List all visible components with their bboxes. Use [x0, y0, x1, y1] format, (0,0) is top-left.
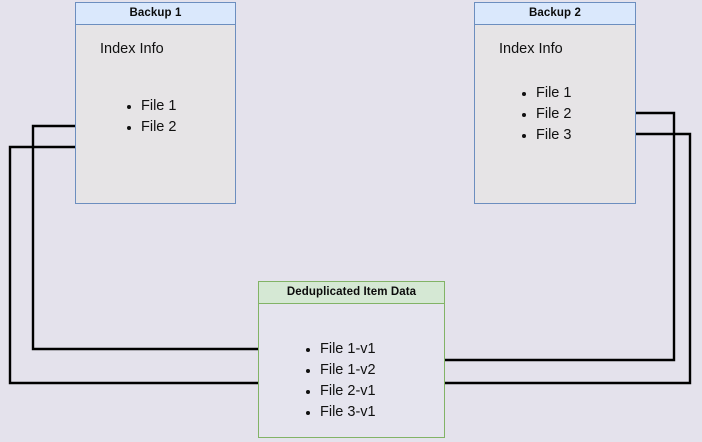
- dedup-item-list: File 1-v1 File 1-v2 File 2-v1 File 3-v1: [304, 339, 376, 423]
- backup-1-box[interactable]: Backup 1 Index Info File 1 File 2: [75, 2, 236, 204]
- dedup-title: Deduplicated Item Data: [259, 282, 444, 304]
- backup-2-box[interactable]: Backup 2 Index Info File 1 File 2 File 3: [474, 2, 636, 204]
- list-item[interactable]: File 3: [520, 125, 571, 146]
- backup-1-title: Backup 1: [76, 3, 235, 25]
- list-item[interactable]: File 1: [125, 96, 176, 117]
- list-item[interactable]: File 2: [125, 117, 176, 138]
- deduplicated-item-data-box[interactable]: Deduplicated Item Data File 1-v1 File 1-…: [258, 281, 445, 438]
- list-item[interactable]: File 1: [520, 83, 571, 104]
- backup-1-section-label: Index Info: [100, 41, 164, 57]
- backup-2-section-label: Index Info: [499, 41, 563, 57]
- backup-2-file-list: File 1 File 2 File 3: [520, 83, 571, 146]
- backup-1-file-list: File 1 File 2: [125, 96, 176, 138]
- backup-2-title: Backup 2: [475, 3, 635, 25]
- list-item[interactable]: File 3-v1: [304, 402, 376, 423]
- list-item[interactable]: File 1-v2: [304, 360, 376, 381]
- list-item[interactable]: File 2: [520, 104, 571, 125]
- list-item[interactable]: File 2-v1: [304, 381, 376, 402]
- list-item[interactable]: File 1-v1: [304, 339, 376, 360]
